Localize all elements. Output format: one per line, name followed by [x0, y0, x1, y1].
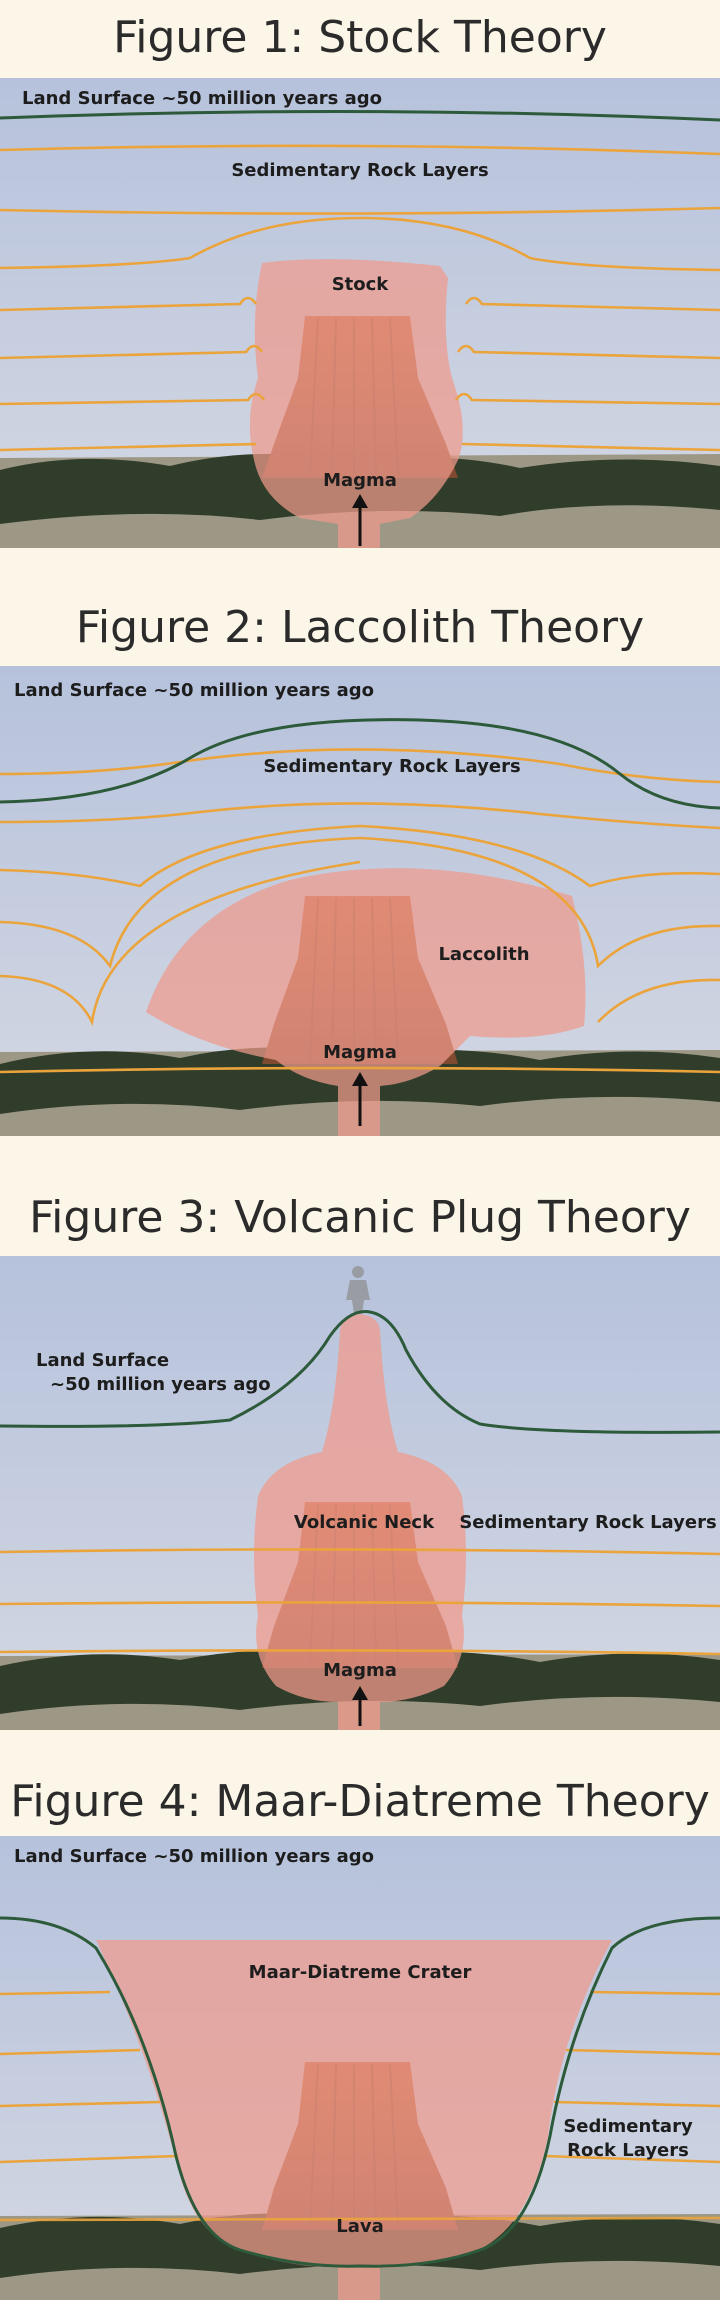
- magma-label: Magma: [323, 470, 397, 491]
- land-surface-line: [0, 718, 720, 810]
- crater-label: Maar-Diatreme Crater: [249, 1962, 472, 1983]
- laccolith-label: Laccolith: [438, 944, 529, 965]
- arrow-up-icon: [352, 1686, 368, 1726]
- magma-label: Magma: [323, 1042, 397, 1063]
- figure-1-panel: Land Surface ~50 million years ago Sedim…: [0, 78, 720, 548]
- land-surface-label-line2: ~50 million years ago: [50, 1374, 271, 1395]
- crater-fill: [96, 1940, 612, 2300]
- sedimentary-layers: [0, 144, 720, 452]
- stock-intrusion: [249, 259, 463, 548]
- land-surface-label: Land Surface ~50 million years ago: [14, 1846, 374, 1867]
- sedimentary-label-line2: Rock Layers: [567, 2140, 689, 2161]
- figure-1-title: Figure 1: Stock Theory: [113, 12, 607, 63]
- figure-3-title: Figure 3: Volcanic Plug Theory: [29, 1192, 691, 1243]
- land-surface-label: Land Surface ~50 million years ago: [22, 88, 382, 109]
- land-surface-line: [0, 109, 720, 122]
- sedimentary-label: Sedimentary Rock Layers: [459, 1512, 716, 1533]
- sedimentary-label: Sedimentary Rock Layers: [231, 160, 488, 181]
- human-figure-icon: [346, 1266, 370, 1314]
- land-surface-label-line1: Land Surface: [36, 1350, 169, 1371]
- stock-label: Stock: [332, 274, 390, 295]
- sedimentary-label: Sedimentary Rock Layers: [263, 756, 520, 777]
- sedimentary-layers: [0, 1548, 720, 1656]
- arrow-up-icon: [352, 1072, 368, 1126]
- lava-label: Lava: [336, 2216, 384, 2237]
- land-surface-label: Land Surface ~50 million years ago: [14, 680, 374, 701]
- figure-2-title: Figure 2: Laccolith Theory: [75, 602, 645, 653]
- sedimentary-layers: [0, 1990, 720, 2222]
- land-surface-line: [0, 1310, 720, 1434]
- volcanic-neck-intrusion: [254, 1314, 466, 1730]
- figure-2-panel: Land Surface ~50 million years ago Sedim…: [0, 666, 720, 1136]
- sedimentary-label-line1: Sedimentary: [563, 2116, 693, 2137]
- arrow-up-icon: [352, 494, 368, 546]
- sedimentary-layers: [0, 748, 720, 1074]
- figure-3-panel: Land Surface ~50 million years ago Volca…: [0, 1256, 720, 1730]
- magma-label: Magma: [323, 1660, 397, 1681]
- figure-4-panel: Land Surface ~50 million years ago Maar-…: [0, 1836, 720, 2300]
- volcanic-neck-label: Volcanic Neck: [294, 1512, 435, 1533]
- figure-4-title: Figure 4: Maar-Diatreme Theory: [10, 1776, 710, 1827]
- laccolith-intrusion: [146, 868, 586, 1136]
- crater-rim-line: [0, 1916, 720, 2268]
